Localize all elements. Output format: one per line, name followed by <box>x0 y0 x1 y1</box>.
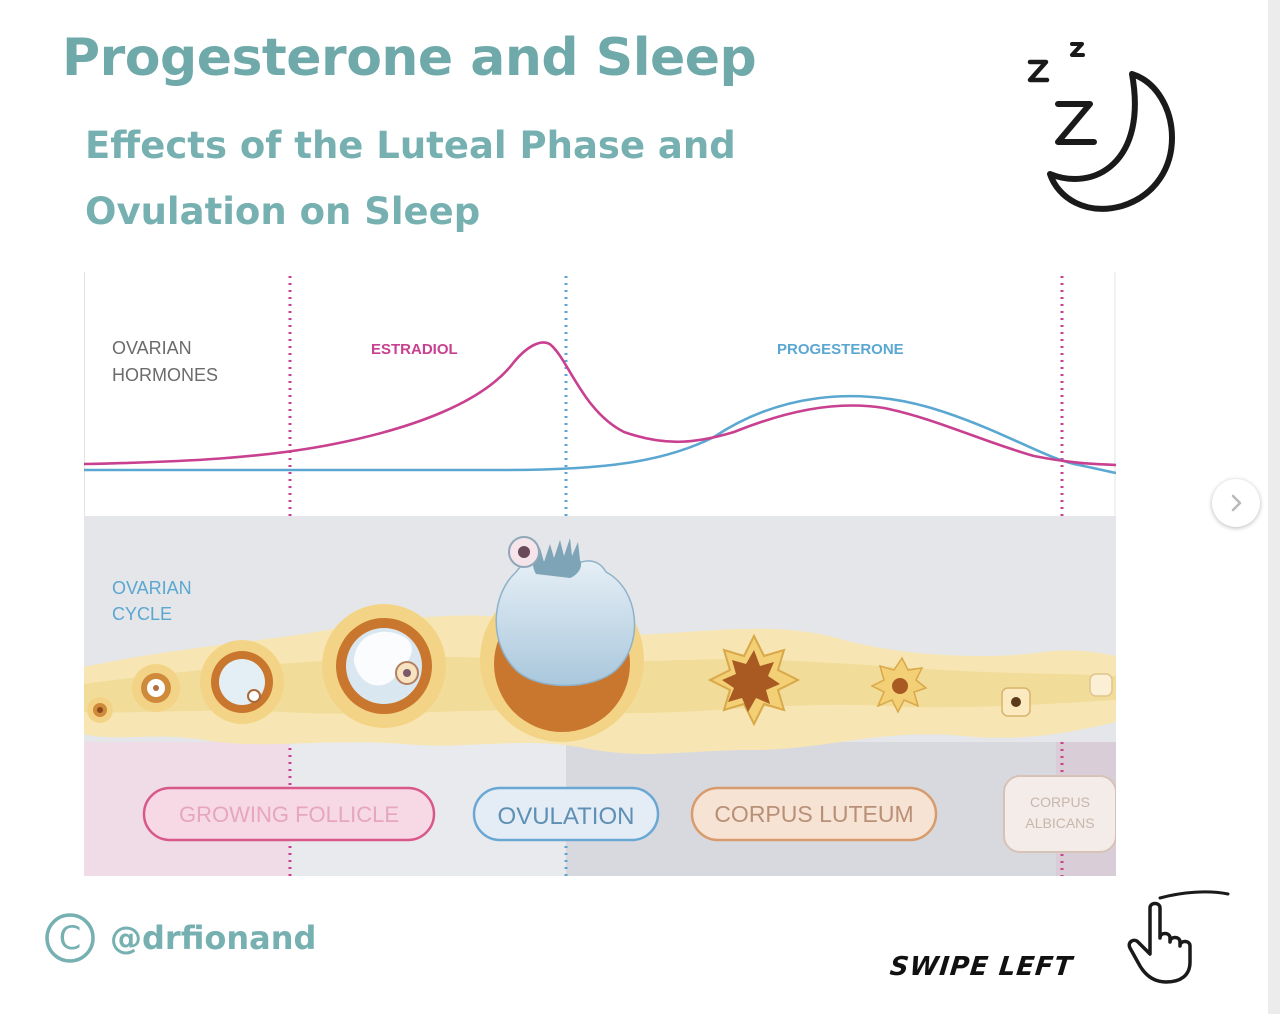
subtitle-line-1: Effects of the Luteal Phase and <box>85 124 736 167</box>
ovarian-cycle-label-line-1: OVARIAN <box>112 578 192 598</box>
copyright-credit: C @drfionand <box>44 912 316 964</box>
sleep-moon-icon <box>1027 42 1175 212</box>
growing-follicle-label: GROWING FOLLICLE <box>179 802 399 827</box>
copyright-icon: C <box>45 913 95 963</box>
ovulation-phase: OVULATION <box>472 786 660 842</box>
corpus-albicans-small <box>1001 687 1031 717</box>
ovarian-hormones-label-line-1: OVARIAN <box>112 338 192 358</box>
author-handle: @drfionand <box>110 919 317 957</box>
corpus-albicans-faded <box>1089 673 1113 697</box>
pointing-hand-icon <box>1127 890 1230 984</box>
corpus-albicans-phase: CORPUS ALBICANS <box>1003 775 1116 853</box>
ovulating-follicle <box>480 536 644 742</box>
ovulation-label: OVULATION <box>498 803 635 830</box>
estradiol-curve <box>84 341 1116 467</box>
svg-text:C: C <box>59 919 81 957</box>
corpus-albicans-label-line-2: ALBICANS <box>1025 815 1094 831</box>
corpus-luteum-phase: CORPUS LUTEUM <box>690 786 938 842</box>
ovarian-cycle-label-line-2: CYCLE <box>112 604 172 624</box>
secondary-follicle <box>200 640 284 724</box>
antral-follicle <box>322 604 446 728</box>
swipe-left-hint: SWIPE LEFT <box>888 952 1075 982</box>
estradiol-label: ESTRADIOL <box>371 341 458 358</box>
ovarian-hormones-label-line-2: HORMONES <box>112 365 218 385</box>
progesterone-curve <box>84 394 1116 475</box>
progesterone-label: PROGESTERONE <box>777 341 904 358</box>
subtitle-line-2: Ovulation on Sleep <box>85 190 481 233</box>
chevron-right-icon <box>1231 494 1242 512</box>
primary-follicle <box>132 664 180 712</box>
corpus-luteum-large <box>707 633 801 727</box>
hormone-cycle-diagram: OVARIAN HORMONES ESTRADIOL PROGESTERONE … <box>84 272 1116 876</box>
page-title: Progesterone and Sleep <box>62 28 757 88</box>
corpus-luteum-small <box>870 656 928 714</box>
page-edge-strip <box>1268 0 1280 1014</box>
primordial-follicle <box>87 697 113 723</box>
next-slide-button[interactable] <box>1212 479 1260 527</box>
corpus-luteum-label: CORPUS LUTEUM <box>714 801 913 827</box>
corpus-albicans-label-line-1: CORPUS <box>1030 794 1090 810</box>
growing-follicle-phase: GROWING FOLLICLE <box>142 786 436 842</box>
